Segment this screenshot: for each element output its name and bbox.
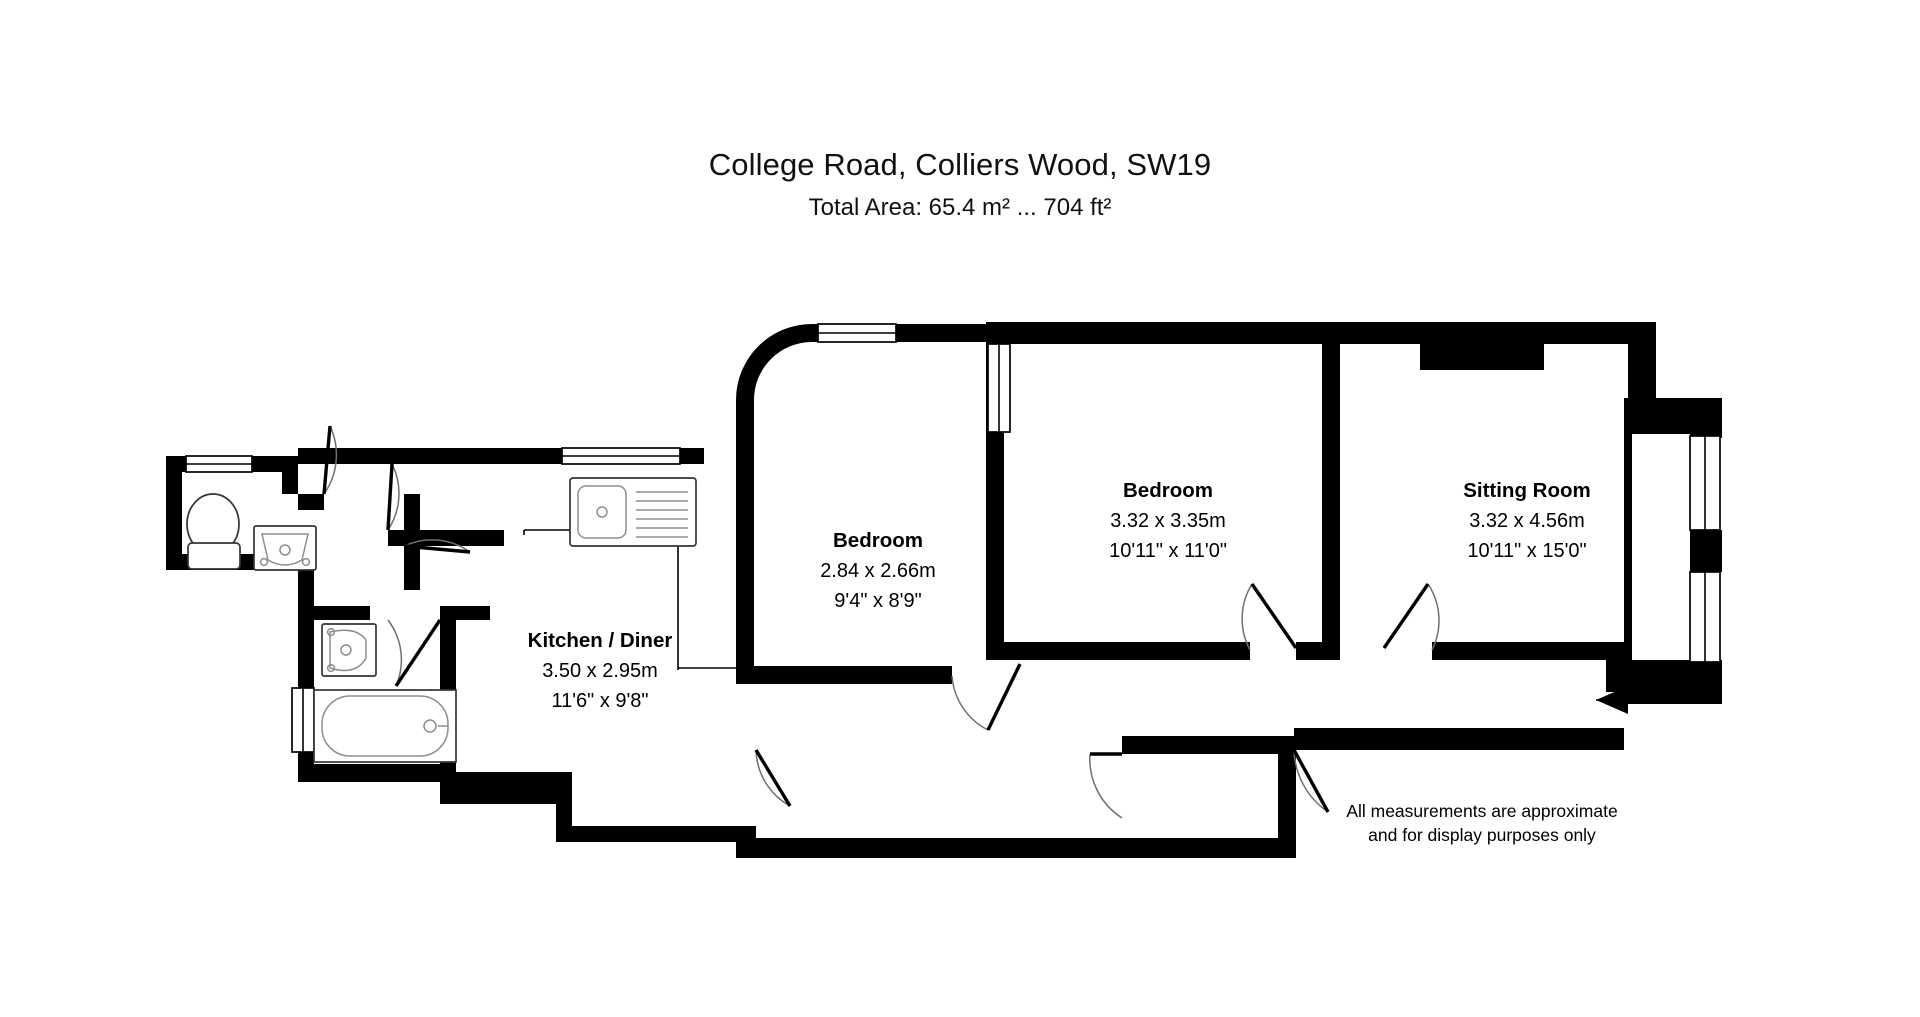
wall-hall-bottom <box>736 838 1296 858</box>
wall-main-top-right <box>1628 322 1656 404</box>
arrow-left-icon <box>1596 686 1660 714</box>
door-group <box>322 425 1440 819</box>
room-dim-metric-kitchen-diner: 3.50 x 2.95m <box>542 660 658 682</box>
plan-header: College Road, Colliers Wood, SW19 Total … <box>0 0 1920 221</box>
wall-kitchen-bedroom-divider <box>736 428 754 684</box>
room-dim-imperial-kitchen-diner: 11'6" x 9'8" <box>551 690 648 712</box>
room-label-sitting-room: Sitting Room 3.32 x 4.56m 10'11" x 15'0" <box>1463 479 1591 562</box>
wall-bath-bottom <box>298 764 456 782</box>
wall-entry-lower <box>1294 728 1624 750</box>
disclaimer-line-2: and for display purposes only <box>1368 825 1596 845</box>
wall-wc-right-upper <box>282 456 298 494</box>
wall-bedroom-main-bottom-right <box>1296 642 1340 660</box>
wall-bay-bottom-run <box>1622 660 1722 704</box>
wall-lower-left-run <box>556 826 736 842</box>
wall-main-top <box>986 322 1644 344</box>
wall-internal-wc-stub <box>298 494 324 510</box>
wall-kitchen-hall-divider <box>736 666 952 684</box>
toilet-icon <box>186 493 241 570</box>
wall-sitting-bottom <box>1432 642 1624 660</box>
wall-group-exterior <box>166 322 1722 858</box>
wall-internal-hall-bottom <box>388 530 504 546</box>
wall-sitting-right-b <box>1624 398 1632 690</box>
room-dim-imperial-bedroom-main: 10'11" x 11'0" <box>1109 540 1227 562</box>
wall-step-lower-left <box>440 772 570 804</box>
wall-bay-top-outer <box>1690 398 1722 438</box>
page-title: College Road, Colliers Wood, SW19 <box>708 147 1212 182</box>
room-dim-metric-bedroom-front: 2.84 x 2.66m <box>820 560 936 582</box>
wall-hall-step-right <box>1122 736 1296 754</box>
room-name-bedroom-main: Bedroom <box>1123 479 1213 502</box>
wall-bay-top <box>1656 398 1690 434</box>
wall-bedroom-main-bottom <box>1020 642 1250 660</box>
wall-internal-bath-head <box>440 606 490 620</box>
kitchen-sink-icon <box>569 477 697 547</box>
room-label-bedroom-front: Bedroom 2.84 x 2.66m 9'4" x 8'9" <box>820 529 936 612</box>
room-name-sitting-room: Sitting Room <box>1463 479 1591 502</box>
room-name-bedroom-front: Bedroom <box>833 529 923 552</box>
wall-hall-step-corner <box>1122 736 1140 754</box>
fixture-group <box>186 477 697 763</box>
total-area-subtitle: Total Area: 65.4 m² ... 704 ft² <box>808 194 1112 222</box>
wall-main-top-step <box>1420 344 1544 370</box>
room-dim-imperial-sitting-room: 10'11" x 15'0" <box>1467 540 1586 562</box>
wall-bath-top <box>298 606 370 620</box>
wash-basin-icon-bath <box>321 623 377 677</box>
disclaimer: All measurements are approximate and for… <box>1346 801 1617 845</box>
room-dim-metric-bedroom-main: 3.32 x 3.35m <box>1110 510 1226 532</box>
room-dim-metric-sitting-room: 3.32 x 4.56m <box>1469 510 1585 532</box>
wall-step-vertical <box>556 772 572 842</box>
wash-basin-icon <box>253 525 317 571</box>
wall-bay-middle <box>1690 530 1722 572</box>
wall-bedroom-sitting-divider <box>1322 322 1340 652</box>
wall-wc-left <box>166 456 182 570</box>
bathtub-icon <box>313 689 457 763</box>
wall-bedroom-front-bottom <box>986 642 1020 660</box>
room-name-kitchen-diner: Kitchen / Diner <box>528 629 673 652</box>
room-dim-imperial-bedroom-front: 9'4" x 8'9" <box>834 590 921 612</box>
disclaimer-line-1: All measurements are approximate <box>1346 801 1617 821</box>
room-label-bedroom-main: Bedroom 3.32 x 3.35m 10'11" x 11'0" <box>1109 479 1227 562</box>
wall-hall-right <box>1278 736 1296 858</box>
room-label-kitchen-diner: Kitchen / Diner 3.50 x 2.95m 11'6" x 9'8… <box>528 629 673 712</box>
wall-curved-corner <box>736 324 830 428</box>
